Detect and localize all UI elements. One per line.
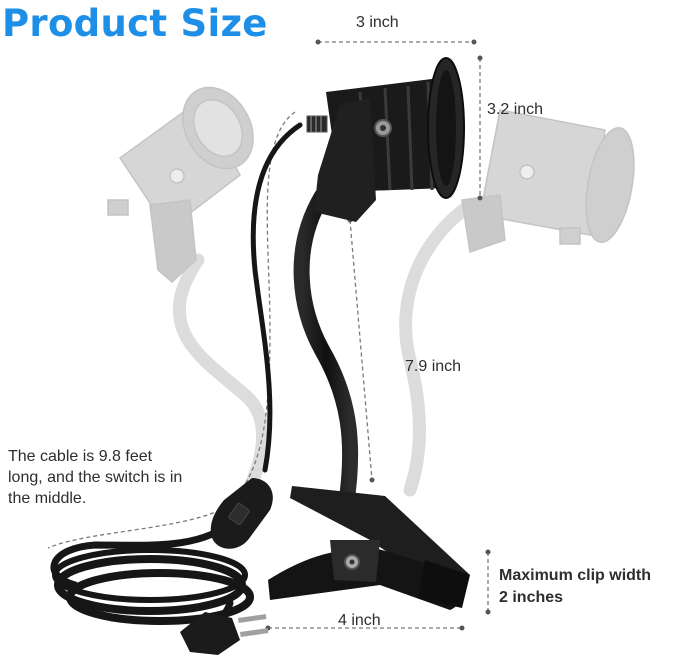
ghost-lamp-right — [399, 109, 635, 497]
clamp-base — [268, 486, 470, 610]
ghost-lamp-left — [107, 86, 270, 512]
dimension-endpoints — [265, 39, 491, 631]
head-height-label: 3.2 inch — [487, 101, 544, 118]
clip-width-line-2: 2 inches — [499, 589, 564, 606]
clip-width-note: Maximum clip width 2 inches — [499, 565, 651, 609]
cable-note-line-2: long, and the switch is in — [8, 469, 183, 486]
cable-note: The cable is 9.8 feet long, and the swit… — [8, 446, 223, 509]
cable-note-line-1: The cable is 9.8 feet — [8, 448, 153, 465]
head-width-label: 3 inch — [356, 14, 399, 31]
inline-switch — [210, 478, 273, 549]
neck-length-label: 7.9 inch — [405, 358, 462, 375]
base-length-label: 4 inch — [338, 612, 381, 629]
dimension-lines — [47, 41, 489, 629]
page-title: Product Size — [2, 2, 268, 45]
cable-note-line-3: the middle. — [8, 490, 87, 507]
power-cable — [50, 122, 303, 636]
power-plug — [180, 612, 269, 655]
gooseneck-arm — [293, 188, 359, 513]
lamp-head — [306, 57, 465, 222]
clip-width-line-1: Maximum clip width — [499, 567, 652, 584]
